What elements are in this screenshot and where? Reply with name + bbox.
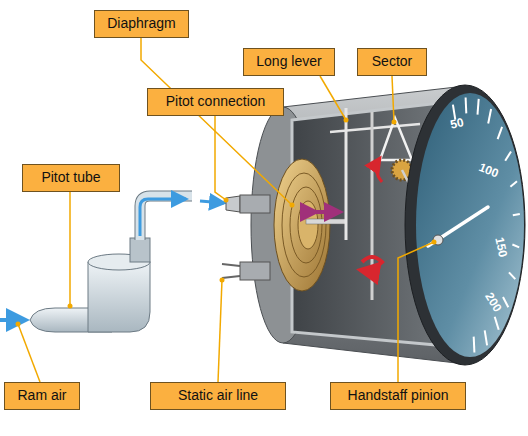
needle [428, 207, 488, 246]
leader-line [69, 192, 71, 306]
rocking-shaft [371, 112, 374, 300]
tick [478, 99, 479, 115]
ram-air-arrow [0, 318, 26, 322]
tick [513, 214, 520, 215]
label-box: Ram air [4, 382, 80, 410]
leader-dot [68, 304, 73, 309]
tick [509, 272, 515, 279]
label-box: Diaphragm [94, 10, 189, 38]
diaphragm-center [298, 201, 318, 249]
tick [512, 245, 519, 248]
leader-dot [220, 278, 225, 283]
tick [495, 317, 499, 330]
leader-dots [16, 118, 437, 327]
tick [510, 181, 517, 187]
diaphragm-motion-arrow [316, 210, 340, 214]
label-box: Static air line [150, 382, 286, 410]
pitot-line [140, 196, 192, 240]
diaphragm [274, 159, 330, 291]
label-box: Handstaff pinion [330, 382, 466, 410]
diaphragm-ring [282, 173, 326, 277]
label-box: Pitot tube [22, 164, 120, 192]
dial-face [416, 93, 524, 357]
leader-line [215, 116, 226, 200]
label-box: Pitot connection [147, 88, 284, 116]
rotation-arrow [376, 158, 382, 182]
pitot-mast [88, 262, 150, 332]
leader-line [320, 76, 346, 120]
tick [498, 127, 503, 139]
static-nozzle [222, 264, 240, 278]
bezel [405, 85, 525, 365]
airflow-arrow [200, 201, 224, 203]
part-label: Static air line [178, 388, 258, 403]
leader-dot [392, 120, 397, 125]
leader-dot [432, 240, 437, 245]
part-label: Handstaff pinion [348, 388, 449, 403]
pitot-connection-fitting [240, 195, 270, 213]
tick [488, 109, 491, 124]
leader-dot [224, 198, 229, 203]
part-label: Sector [372, 54, 412, 69]
pitot-nozzle [226, 196, 240, 212]
part-label: Diaphragm [107, 16, 175, 31]
tick [465, 98, 468, 114]
leader-line [218, 280, 222, 382]
pitot-line [140, 196, 192, 240]
sector [380, 118, 412, 160]
rotation-arrow [360, 257, 382, 270]
leader-line [398, 242, 434, 382]
leader-line [18, 324, 40, 382]
static-connection-fitting [240, 262, 270, 280]
part-label: Long lever [256, 54, 321, 69]
diaphragm-ring [290, 187, 322, 263]
label-box: Sector [357, 48, 427, 76]
leader-dot [290, 203, 295, 208]
part-label: Pitot tube [41, 170, 100, 185]
leader-line [392, 76, 394, 122]
tube-fitting [130, 238, 150, 262]
leader-lines [18, 38, 434, 382]
tick [473, 337, 476, 353]
part-label: Pitot connection [166, 94, 266, 109]
link-shaft [306, 219, 346, 224]
part-label: Ram air [17, 388, 66, 403]
label-box: Long lever [243, 48, 335, 76]
leader-dot [16, 322, 21, 327]
tick [485, 330, 487, 345]
airflow-arrow [140, 199, 186, 236]
long-lever [345, 108, 348, 240]
scale-number: 50 [449, 115, 465, 131]
leader-dot [344, 118, 349, 123]
tick [505, 152, 511, 161]
cross-arm [330, 124, 420, 132]
